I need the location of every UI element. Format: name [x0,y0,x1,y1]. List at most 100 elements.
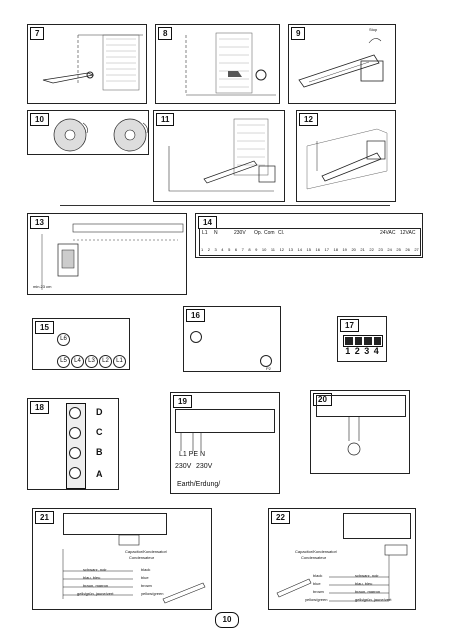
page-number-text: 10 [222,615,232,624]
figure-22: 22 Capacitor/Kondensator/ Condensateur b… [268,508,416,610]
terminal-number: 16 [315,247,320,252]
screw-icon [69,407,81,419]
led-l4: L4 [71,355,84,368]
figure-8: 8 [155,24,280,104]
terminal-number: 7 [241,247,244,252]
figure-number: 21 [35,511,54,524]
figure-number: 7 [30,27,45,40]
figure-20: 20 [310,390,410,474]
terminal-number: 14 [297,247,302,252]
terminal-number: 3 [214,247,217,252]
figure-number: 20 [313,393,332,406]
terminal-number: 9 [255,247,258,252]
wire-label: black [313,573,323,578]
switch-2: 2 [354,346,360,356]
230v-label: 230V [234,230,246,236]
figure-17: 17 1 2 3 4 [337,316,387,362]
230v-label: 230V [175,463,192,470]
l1-label: L1 [202,230,208,236]
com-label: Com [264,230,275,236]
wire-label: black [141,567,151,572]
stop-label: Stop [369,27,378,32]
lamp-icon [347,442,361,456]
screw-icon [69,447,81,459]
figure-18: 18 D C B A [27,398,119,490]
terminal-strip [175,409,275,433]
figure-21: 21 Capacitor/Kondensator/ Condensateur s… [32,508,212,610]
wire-label: brown [141,583,152,588]
wire-label: schwarz, noir [83,567,107,572]
figure-13: 13 min.23 cm [27,213,187,295]
n-label: N [214,230,218,236]
terminal-number: 26 [405,247,410,252]
figure-number: 8 [158,27,173,40]
wire-label: yellow/green [141,591,164,596]
wire-label: braun, marron [83,583,109,588]
switch-3: 3 [364,346,370,356]
terminal-c: C [96,427,103,437]
motor-diagram [306,128,388,190]
wire-label: blau, bleu [83,575,101,580]
op-label: Op. [254,230,263,236]
wire-label: blue [141,575,149,580]
terminal-number: 12 [279,247,285,252]
screw-icon [69,427,81,439]
wire-label: blue [313,581,321,586]
lamp-wiring [347,417,361,456]
terminal-number: 4 [221,247,224,252]
p2-label: P2 [266,366,271,371]
page-number: 10 [215,612,239,628]
wire-label: gelb/grün, jaune/vert [355,597,392,602]
figure-16: 16 P2 [183,306,281,372]
capacitor-label-2: Condensateur [301,555,327,560]
wire-label: blau, bleu [355,581,373,586]
figure-number: 13 [30,216,49,229]
24vac-label: 24VAC [380,230,396,236]
capacitor-label: Capacitor/Kondensator/ [125,549,168,554]
motor-diagram [298,38,384,88]
terminal-a: A [96,469,103,479]
terminal-number: 23 [378,247,383,252]
led-l1: L1 [113,355,126,368]
earth-label: Earth/Erdung/ [177,481,221,488]
terminal-d: D [96,407,103,417]
wiring-lines [180,433,202,451]
terminal-number: 5 [228,247,231,252]
switch-4: 4 [373,346,379,356]
terminal-strip [63,513,167,535]
divider [60,205,390,206]
figure-7: 7 [27,24,147,104]
l1-pe-n-label: L1 PE N [179,451,206,458]
figure-number: 10 [30,113,49,126]
terminal-number: 10 [261,247,267,252]
figure-15: 15 L6 L5 L4 L3 L2 L1 [32,318,130,370]
terminal-number: 17 [324,247,329,252]
figure-number: 11 [156,113,175,126]
figure-10: 10 [27,110,149,155]
wiring-lines [276,544,408,602]
wire-label: yellow/green [305,597,328,602]
figure-number: 17 [340,319,359,332]
terminal-number: 11 [270,247,276,252]
terminal-b: B [96,447,103,457]
figure-number: 16 [186,309,205,322]
terminal-number: 6 [234,247,238,252]
figure-number: 22 [271,511,290,524]
terminal-number: 20 [351,247,356,252]
230v-label-2: 230V [196,463,213,470]
switch-1: 1 [345,346,351,356]
terminal-strip [343,513,411,539]
terminal-number: 15 [306,247,311,252]
terminal-number: 8 [248,247,251,252]
figure-number: 15 [35,321,54,334]
figure-number: 19 [173,395,192,408]
terminal-number: 25 [396,247,401,252]
gate-installation-diagram [168,118,276,192]
terminal-number: 24 [387,247,392,252]
12vac-label: 12VAC [400,230,416,236]
terminal-number: 2 [207,247,210,252]
wire-label: brown [313,589,324,594]
terminal-number: 13 [288,247,293,252]
